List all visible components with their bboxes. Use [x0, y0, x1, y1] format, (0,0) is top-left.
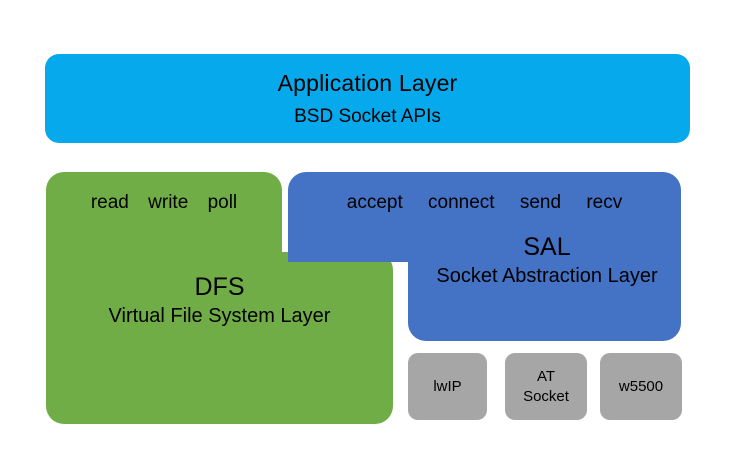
sal-operation-connect: connect: [428, 192, 495, 213]
sal-operation-send: send: [519, 192, 562, 213]
dfs-label-group: DFS Virtual File System Layer: [46, 272, 393, 330]
application-layer-subtitle: BSD Socket APIs: [294, 105, 441, 127]
backend-label-lwip: lwIP: [433, 377, 462, 395]
sal-operations-list: accept connect send recv: [288, 190, 681, 216]
sal-full-name: Socket Abstraction Layer: [436, 265, 658, 287]
dfs-operation-poll: poll: [207, 192, 238, 213]
backend-label-at-socket-line2: Socket: [523, 387, 569, 405]
backend-box-w5500[interactable]: w5500: [600, 353, 682, 420]
backend-box-lwip[interactable]: lwIP: [408, 353, 487, 420]
dfs-full-name: Virtual File System Layer: [108, 305, 331, 327]
backend-box-at-socket[interactable]: AT Socket: [505, 353, 587, 420]
backend-label-at-socket: AT Socket: [523, 367, 569, 407]
dfs-operation-read: read: [90, 192, 129, 213]
sal-box-lower[interactable]: [408, 240, 681, 341]
sal-abbreviation: SAL: [523, 233, 571, 261]
dfs-operations-list: read write poll: [46, 190, 282, 216]
sal-operation-accept: accept: [346, 192, 403, 213]
sal-operation-recv: recv: [586, 192, 623, 213]
backend-label-w5500: w5500: [618, 377, 664, 395]
dfs-abbreviation: DFS: [194, 273, 245, 301]
application-layer-box[interactable]: Application Layer BSD Socket APIs: [45, 54, 690, 143]
dfs-box-lower[interactable]: [46, 252, 393, 424]
sal-label-group: SAL Socket Abstraction Layer: [408, 232, 686, 290]
application-layer-title: Application Layer: [277, 69, 458, 96]
dfs-operation-write: write: [148, 192, 189, 213]
backend-label-at-socket-line1: AT: [536, 367, 556, 385]
